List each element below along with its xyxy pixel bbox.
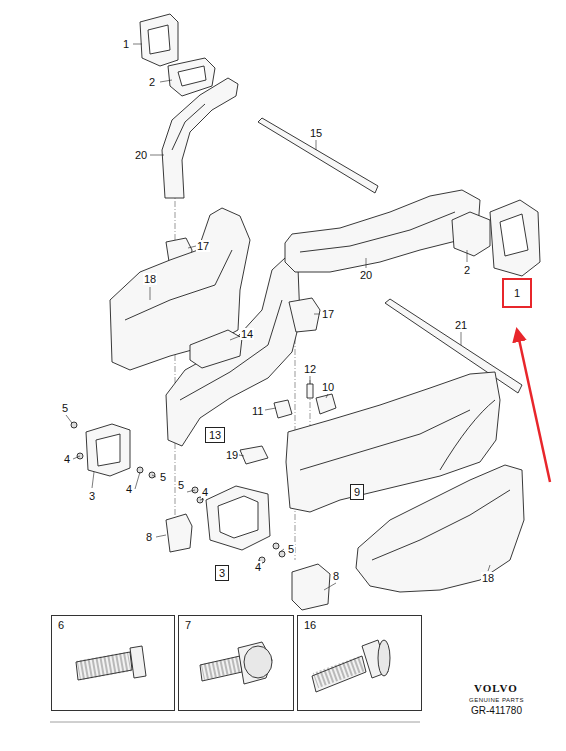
callout-number: 5: [159, 471, 167, 483]
brand-logo: VOLVO: [473, 682, 519, 694]
group-callout: 13: [205, 427, 225, 443]
callout-number: 20: [359, 269, 373, 281]
callout-number: 4: [254, 561, 262, 573]
callout-number: 6: [58, 619, 168, 631]
callout-number: 7: [185, 619, 287, 631]
callout-number: 20: [134, 149, 148, 161]
callout-number: 3: [219, 567, 225, 579]
fastener-panel: 6: [51, 615, 175, 711]
brand-tagline: GENUINE PARTS: [468, 697, 525, 704]
callout-number: 5: [177, 479, 185, 491]
callout-number: 17: [196, 240, 210, 252]
callout-number: 17: [321, 308, 335, 320]
callout-number: 9: [354, 486, 360, 498]
callout-number: 8: [332, 570, 340, 582]
callout-number: 1: [514, 287, 520, 299]
callout-number: 19: [225, 449, 239, 461]
callout-number: 18: [143, 273, 157, 285]
callout-number: 11: [251, 405, 264, 417]
callout-number: 10: [321, 381, 335, 393]
fastener-panel: 7: [178, 615, 294, 711]
group-callout: 3: [215, 565, 229, 581]
callout-number: 4: [201, 486, 209, 498]
drawing-number: GR-411780: [470, 705, 523, 717]
callout-number: 12: [303, 363, 317, 375]
callout-number: 5: [287, 543, 295, 555]
highlight-callout: 1: [502, 278, 532, 308]
callout-number: 8: [145, 531, 153, 543]
callout-number: 2: [463, 264, 471, 276]
fastener-panel: 16: [297, 615, 422, 711]
callout-number: 15: [309, 127, 323, 139]
callout-number: 2: [148, 76, 156, 88]
callout-number: 16: [304, 619, 415, 631]
group-callout: 9: [350, 484, 364, 500]
callout-number: 4: [63, 453, 71, 465]
callout-number: 4: [125, 483, 133, 495]
callout-number: 18: [481, 572, 495, 584]
callout-number: 1: [122, 38, 130, 50]
callout-number: 21: [454, 319, 468, 331]
callout-number: 5: [61, 402, 69, 414]
callout-number: 13: [209, 429, 221, 441]
callout-number: 14: [240, 328, 254, 340]
callout-number: 3: [88, 490, 96, 502]
